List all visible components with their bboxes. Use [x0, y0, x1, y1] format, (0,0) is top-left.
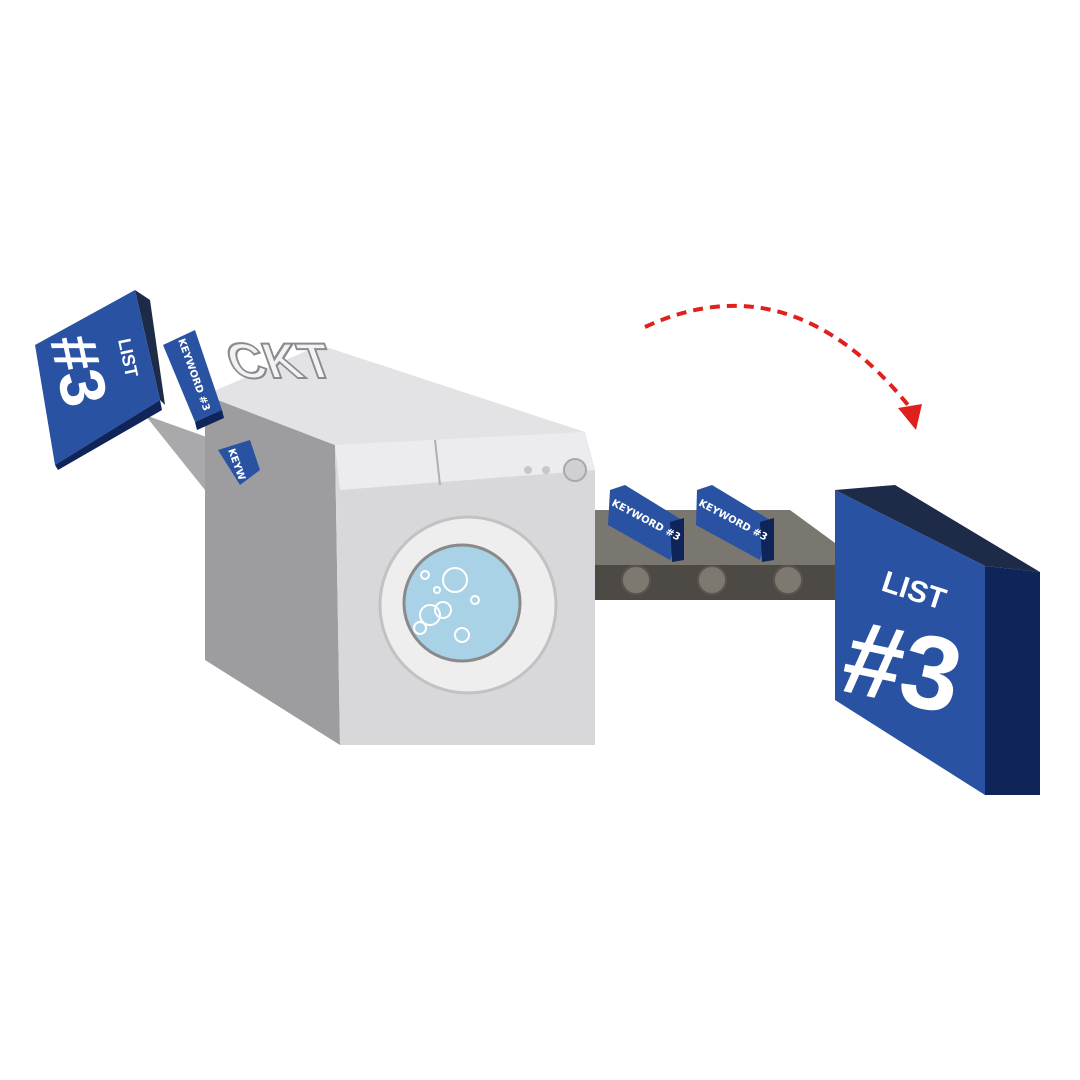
red-dashed-arrow	[644, 303, 922, 430]
roller	[773, 565, 803, 595]
bubbles-icon	[413, 567, 480, 643]
roller	[697, 565, 727, 595]
input-list-box: #3 LIST	[35, 290, 165, 470]
output-list-number: #3	[833, 598, 972, 737]
indicator-light	[524, 466, 532, 474]
control-panel	[335, 432, 595, 490]
output-list-box: LIST #3	[833, 485, 1040, 795]
ckt-logo: CKT	[218, 332, 341, 388]
washing-machine: CKT	[205, 331, 595, 745]
arrowhead-icon	[898, 404, 922, 430]
roller	[621, 565, 651, 595]
machine-side	[205, 395, 340, 745]
input-list-number: #3	[36, 328, 121, 413]
door-window	[402, 543, 522, 663]
machine-top	[205, 345, 585, 445]
dial-knob	[563, 458, 587, 482]
indicator-light	[542, 466, 550, 474]
keyword-block-falling: KEYWORD #3	[163, 330, 224, 430]
